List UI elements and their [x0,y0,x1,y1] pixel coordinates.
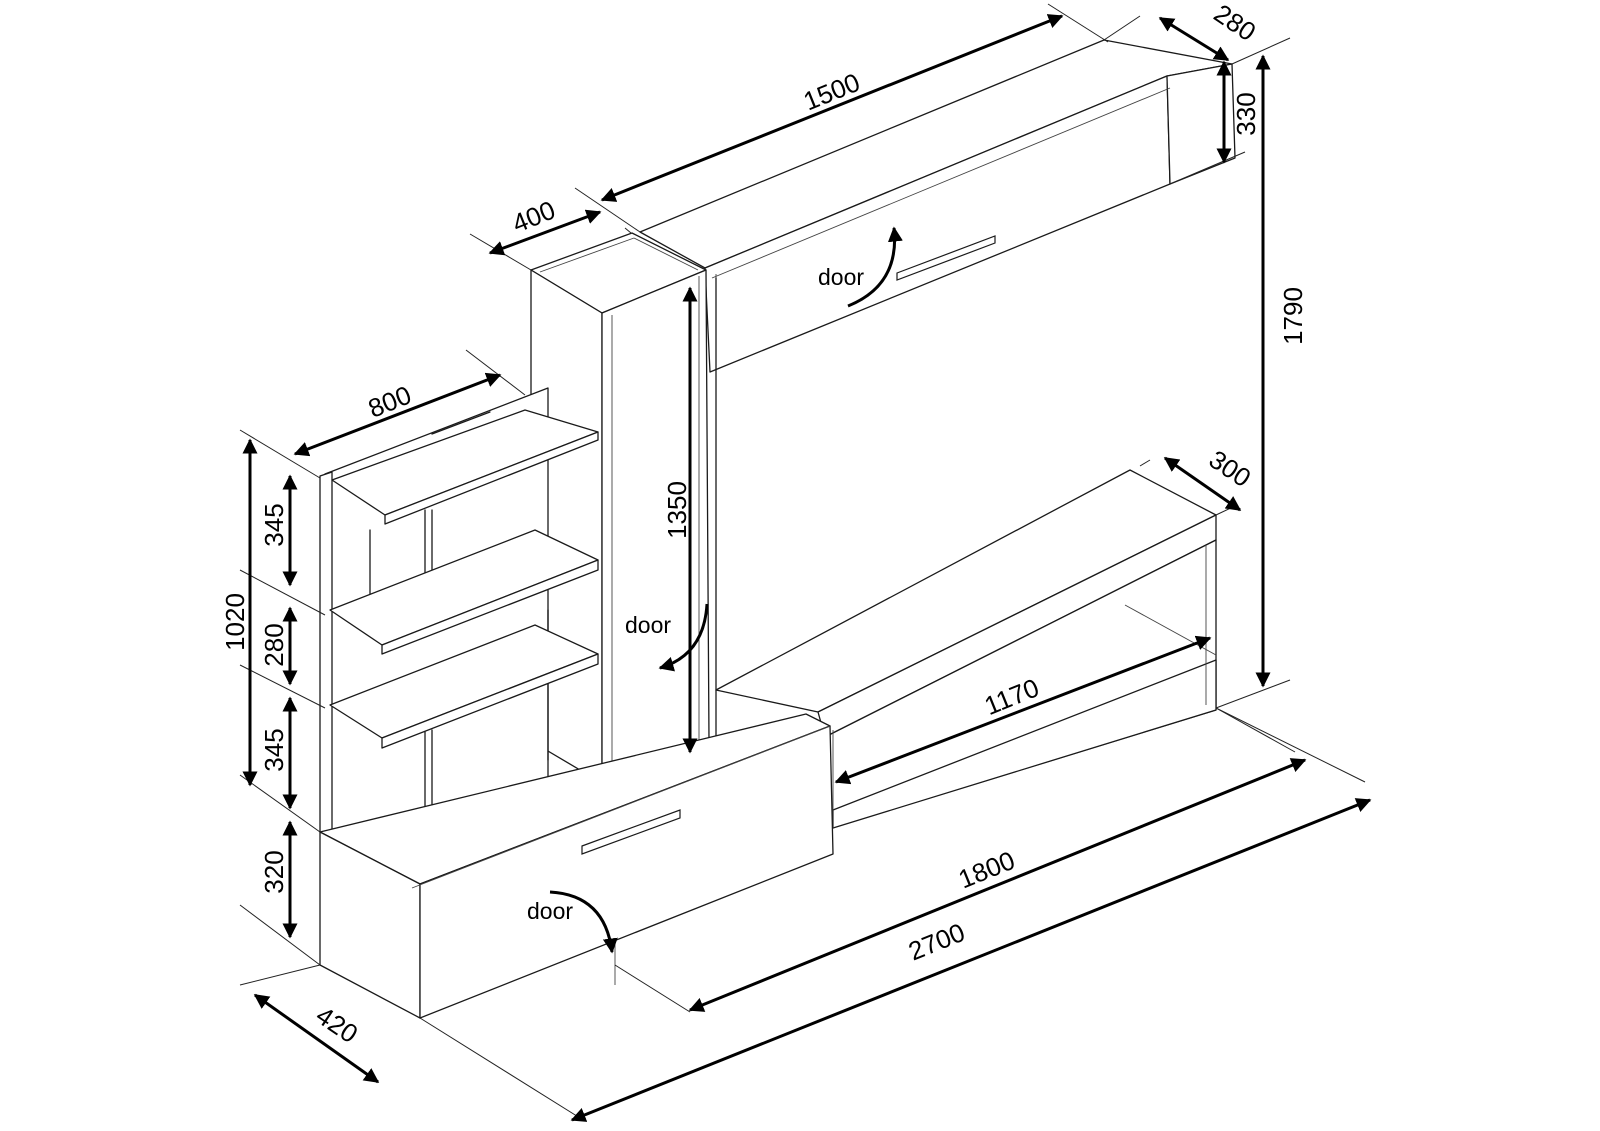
upper-cabinet-handle [896,235,996,281]
dim-1790-label: 1790 [1278,287,1308,345]
dim-280-top-arrow [1158,16,1230,62]
dim-1020-label: 1020 [220,593,250,651]
upper-door-swing-arrow [847,226,903,308]
dim-1500-arrow [600,14,1064,202]
dim-800-arrow [293,372,502,457]
upper-cabinet-door-label: door [818,264,864,290]
column-door-swing-arrow [658,603,709,672]
door-swing-arrows [549,226,903,954]
dim-2700-arrow [570,798,1372,1122]
dim-1170-arrow [834,635,1212,785]
dimension-arrows [242,14,1372,1122]
door-labels: door door door [527,264,864,924]
dim-320-label: 320 [259,850,289,893]
dim-400-arrow [488,209,602,256]
drawer-door-swing-arrow [549,890,618,954]
dim-2700-label: 2700 [904,917,969,966]
dim-400-label: 400 [508,195,559,239]
dim-420-arrow [253,993,380,1084]
dim-1800-label: 1800 [954,845,1019,894]
bookshelf [319,387,599,856]
dim-300-label: 300 [1204,444,1257,493]
dim-300-arrow [1163,456,1242,512]
dim-280-mid-label: 280 [259,623,289,666]
tall-column-door-label: door [625,612,671,638]
dim-330-label: 330 [1231,92,1261,135]
dim-280-top-label: 280 [1209,0,1262,47]
dim-800-label: 800 [364,380,415,424]
dim-345-bot-label: 345 [259,728,289,771]
upper-wall-cabinet [639,39,1236,373]
dim-345-top-label: 345 [259,503,289,546]
dim-1350-label: 1350 [662,481,692,539]
lower-drawer-door-label: door [527,898,573,924]
